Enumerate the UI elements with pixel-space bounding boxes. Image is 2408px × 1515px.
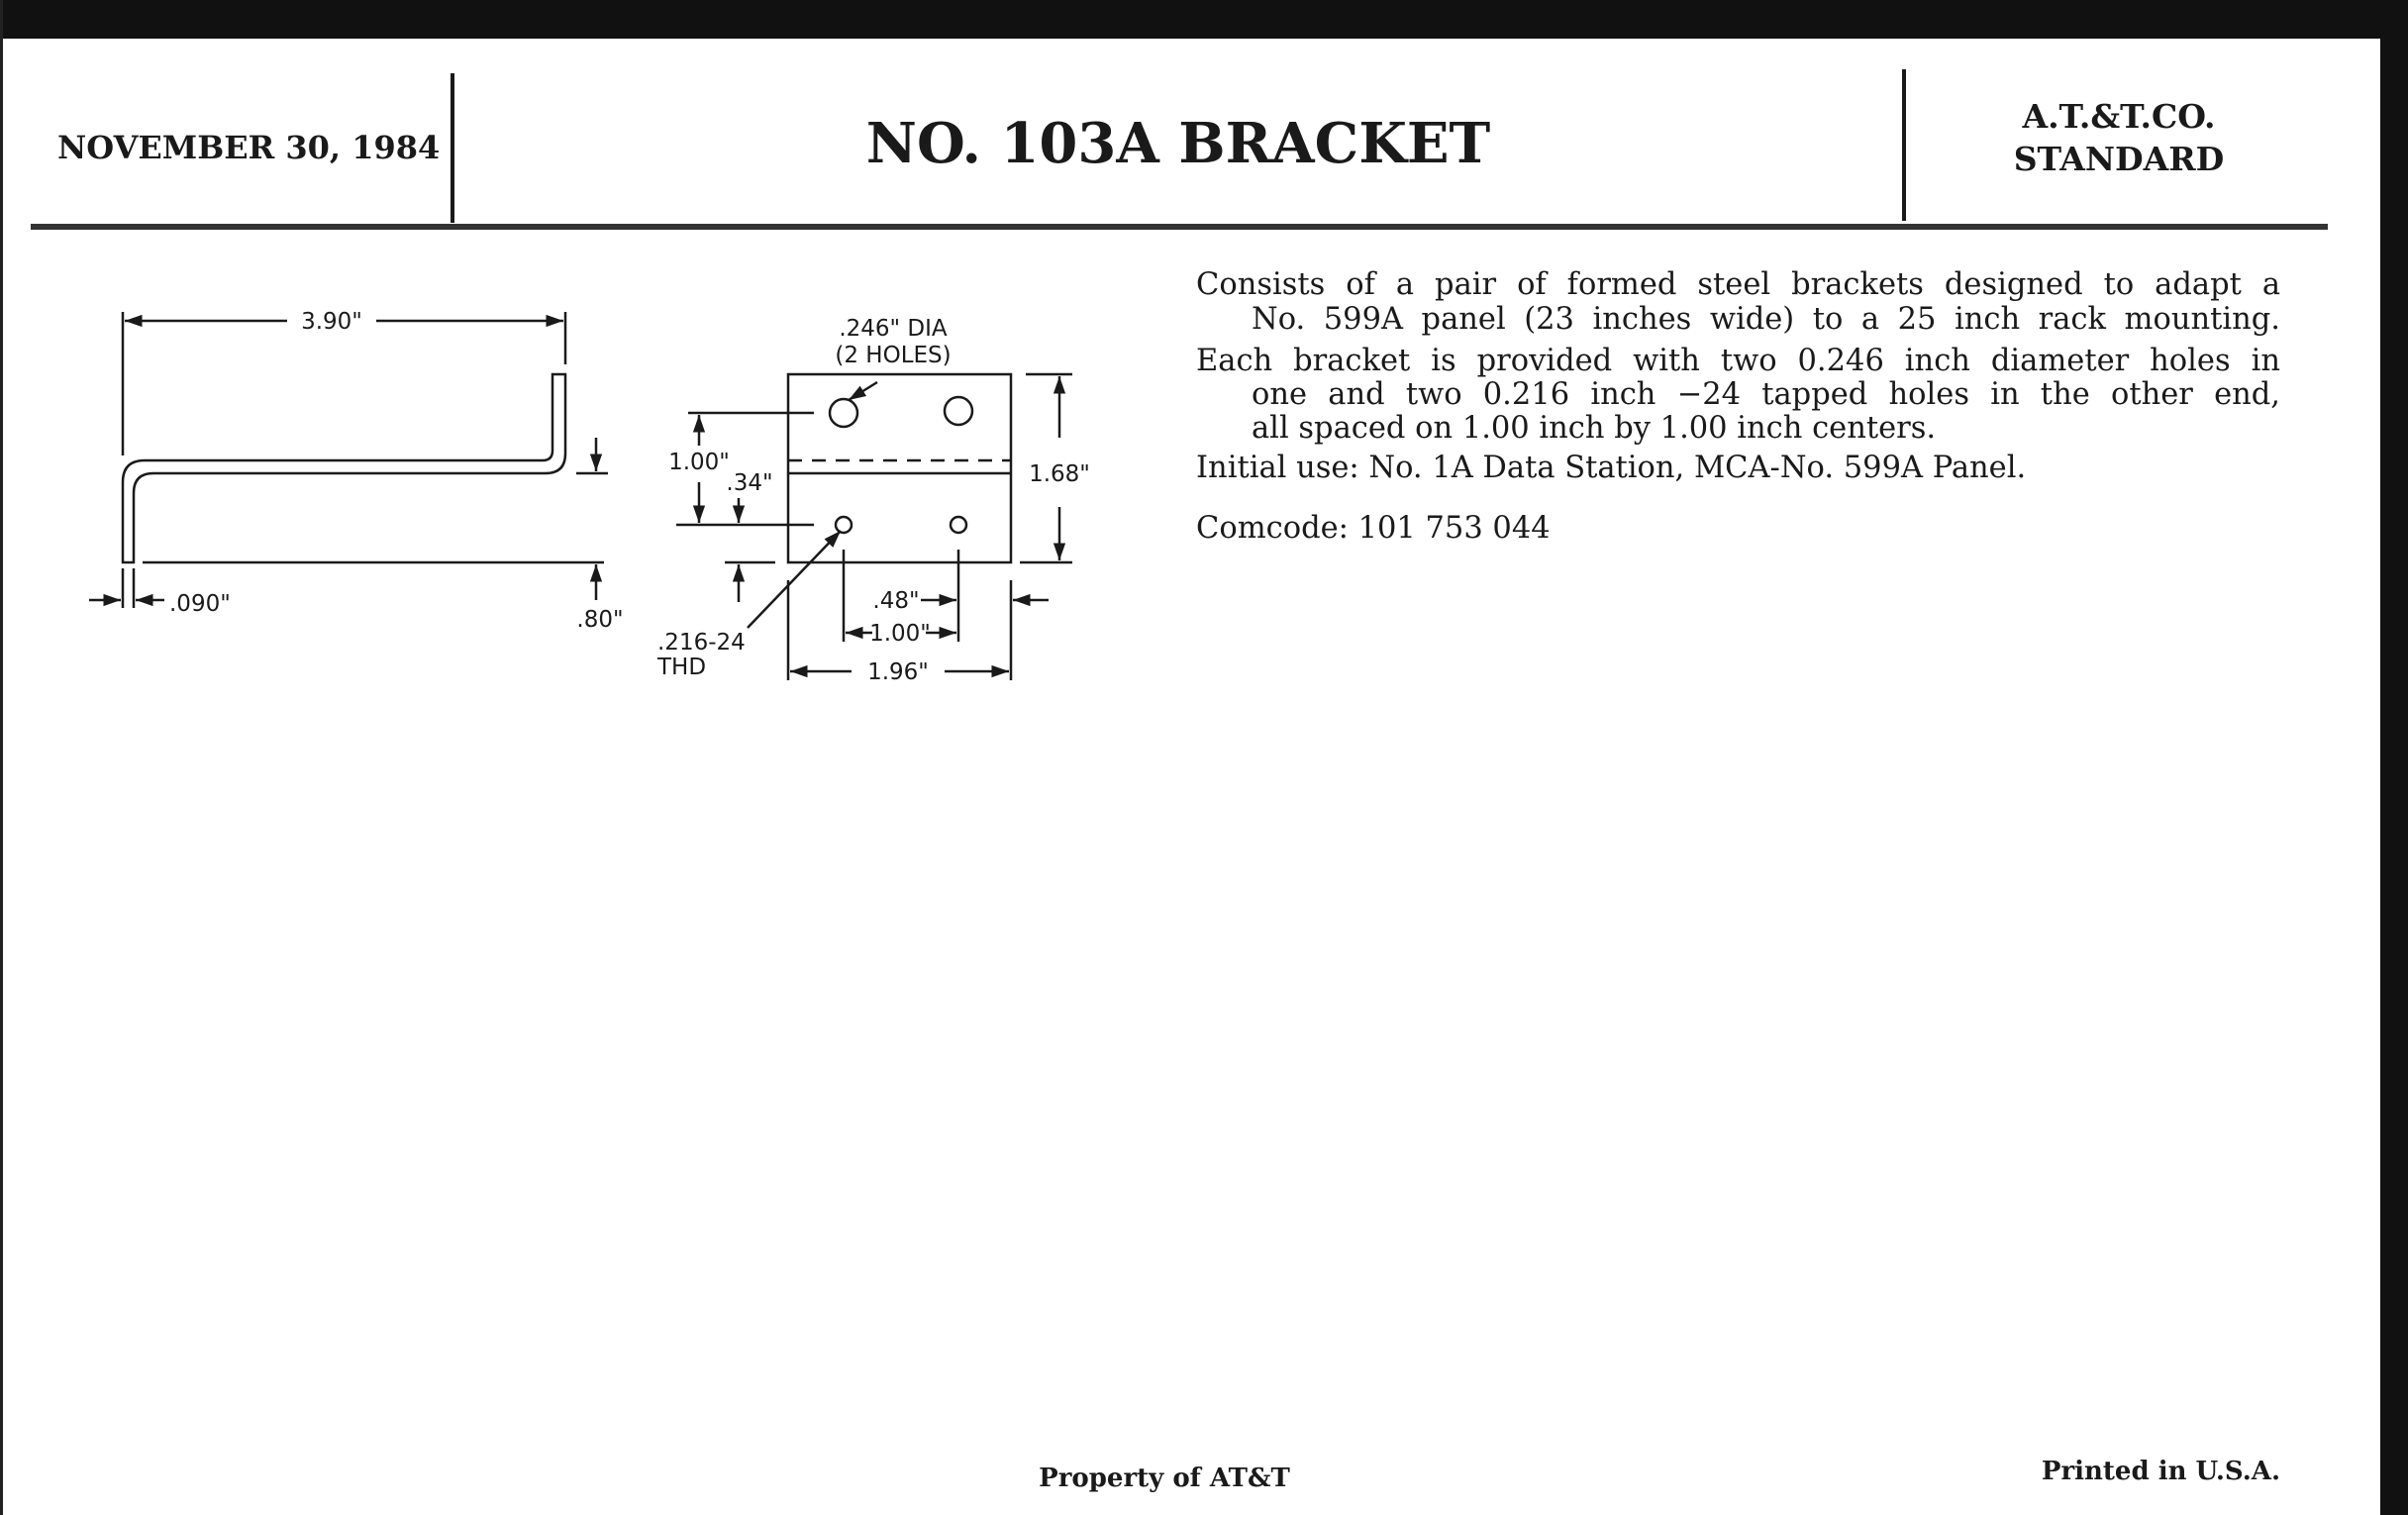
hole-dia-label: .246" DIA: [839, 316, 948, 342]
header-divider-right: [1902, 69, 1906, 221]
plan-view: [676, 372, 1072, 680]
bracket-outline: [786, 372, 1013, 564]
bend-offset-label: .34": [726, 470, 772, 496]
page-title: NO. 103A BRACKET: [865, 111, 1491, 176]
overall-height-label: 1.68": [1029, 461, 1090, 487]
description-line: one and two 0.216 inch −24 tapped holes …: [1252, 377, 2280, 412]
hole-spacing-vertical-label: 1.00": [668, 450, 730, 475]
tapped-hole: [834, 515, 853, 535]
thread-label: THD: [656, 655, 706, 680]
mounting-hole: [828, 397, 859, 429]
org-standard: STANDARD: [2013, 140, 2225, 178]
footer-property: Property of AT&T: [1039, 1464, 1290, 1493]
hole-count-label: (2 HOLES): [835, 343, 951, 368]
description-line: No. 599A panel (23 inches wide) to a 25 …: [1252, 302, 2280, 337]
side-view: [89, 312, 608, 608]
scan-border-left: [0, 0, 3, 1515]
issue-date: NOVEMBER 30, 1984: [57, 129, 441, 166]
description-line: all spaced on 1.00 inch by 1.00 inch cen…: [1252, 411, 1937, 446]
header-rule: [31, 224, 2328, 230]
footer-printed: Printed in U.S.A.: [2041, 1457, 2280, 1486]
tapped-hole: [949, 515, 968, 535]
dim-height-label: .80": [576, 607, 623, 633]
dim-thickness-label: .090": [169, 591, 231, 617]
hole-leader: [848, 380, 878, 402]
edge-offset-label: .48": [872, 588, 919, 614]
hole-spacing-horizontal-label: 1.00": [869, 621, 931, 647]
thread-size-label: .216-24: [657, 630, 746, 656]
header-divider-left: [451, 73, 454, 223]
dim-length-label: 3.90": [301, 309, 362, 335]
scan-border-top: [0, 0, 2408, 39]
description-line: Consists of a pair of formed steel brack…: [1196, 267, 2280, 302]
comcode: Comcode: 101 753 044: [1196, 511, 1551, 546]
description-line: Each bracket is provided with two 0.246 …: [1196, 344, 2280, 378]
mounting-hole: [943, 395, 974, 427]
overall-width-label: 1.96": [867, 659, 929, 685]
initial-use: Initial use: No. 1A Data Station, MCA-No…: [1196, 451, 2027, 485]
scan-border-right: [2380, 0, 2408, 1515]
thread-leader: [747, 530, 842, 629]
bracket-profile: [121, 372, 567, 564]
org-name: A.T.&T.CO.: [2022, 97, 2216, 136]
